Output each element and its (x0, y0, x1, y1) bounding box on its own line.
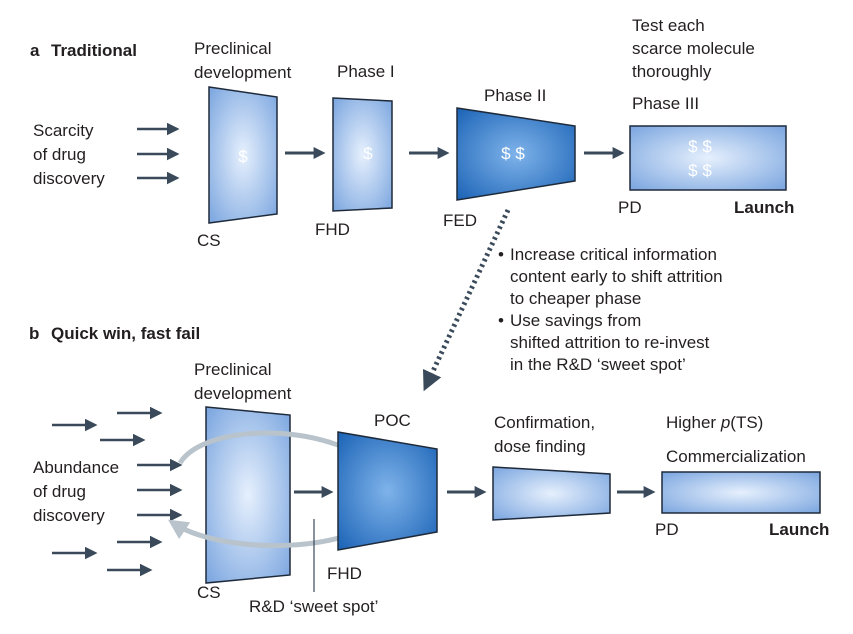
phase1-label: Phase I (337, 62, 395, 81)
fhd-label-b: FHD (327, 564, 362, 583)
poc-label: POC (374, 411, 411, 430)
section-a-title: Traditional (51, 41, 137, 60)
note-line-5: shifted attrition to re-invest (510, 333, 710, 352)
scarcity-line-1: Scarcity (33, 121, 94, 140)
phase1-stage (332, 97, 393, 212)
higher-suffix: (TS) (730, 413, 763, 432)
input-arrows-a (137, 122, 180, 185)
confirm-line-2: dose finding (494, 437, 586, 456)
preclinical-b-line-2: development (194, 384, 292, 403)
abundance-line-1: Abundance (33, 458, 119, 477)
note-line-4: Use savings from (510, 311, 641, 330)
fhd-label-a: FHD (315, 220, 350, 239)
section-b-letter: b (29, 324, 39, 343)
phase3-dollars-row1: $ $ (688, 137, 712, 156)
preclinical-stage-a (208, 86, 278, 224)
higher-p: p (720, 413, 730, 432)
preclinical-a-line-2: development (194, 63, 292, 82)
phase3-stage (629, 125, 787, 191)
note-bullet-1: • (498, 245, 504, 264)
note-bullet-2: • (498, 311, 504, 330)
phase2-stage (456, 107, 576, 201)
scarcity-line-2: of drug (33, 145, 86, 164)
poc-stage (337, 431, 438, 551)
pd-label-a: PD (618, 198, 642, 217)
cs-label-b: CS (197, 583, 221, 602)
phase2-label: Phase II (484, 86, 546, 105)
section-b-title: Quick win, fast fail (51, 324, 200, 343)
commercialization-stage (661, 471, 821, 514)
cs-label-a: CS (197, 231, 221, 250)
confirmation-stage (492, 466, 611, 521)
abundance-line-2: of drug (33, 482, 86, 501)
phase3-label: Phase III (632, 94, 699, 113)
note-line-3: to cheaper phase (510, 289, 641, 308)
launch-label-b: Launch (769, 520, 829, 539)
preclinical-a-dollar: $ (238, 147, 248, 166)
note-line-2: content early to shift attrition (510, 267, 723, 286)
input-arrows-b (52, 406, 183, 577)
phase2-dollars: $ $ (501, 144, 525, 163)
notes-list: • Increase critical information content … (498, 245, 723, 374)
test-line-2: scarce molecule (632, 39, 755, 58)
preclinical-a-line-1: Preclinical (194, 39, 271, 58)
preclinical-stage-b (205, 406, 291, 584)
confirm-line-1: Confirmation, (494, 413, 595, 432)
test-line-1: Test each (632, 16, 705, 35)
scarcity-line-3: discovery (33, 169, 105, 188)
shift-attrition-arrow (422, 208, 511, 392)
launch-label-a: Launch (734, 198, 794, 217)
test-line-3: thoroughly (632, 62, 712, 81)
phase3-dollars-row2: $ $ (688, 161, 712, 180)
sweet-spot-label: R&D ‘sweet spot’ (249, 597, 378, 616)
phase1-dollar: $ (363, 144, 373, 163)
fed-label: FED (443, 211, 477, 230)
higher-prefix: Higher (666, 413, 721, 432)
note-line-6: in the R&D ‘sweet spot’ (510, 355, 686, 374)
preclinical-b-line-1: Preclinical (194, 360, 271, 379)
note-line-1: Increase critical information (510, 245, 717, 264)
commercialization-label: Commercialization (666, 447, 806, 466)
higher-pts-label: Higher p(TS) (666, 413, 763, 432)
pd-label-b: PD (655, 520, 679, 539)
section-a-letter: a (30, 41, 40, 60)
abundance-line-3: discovery (33, 506, 105, 525)
